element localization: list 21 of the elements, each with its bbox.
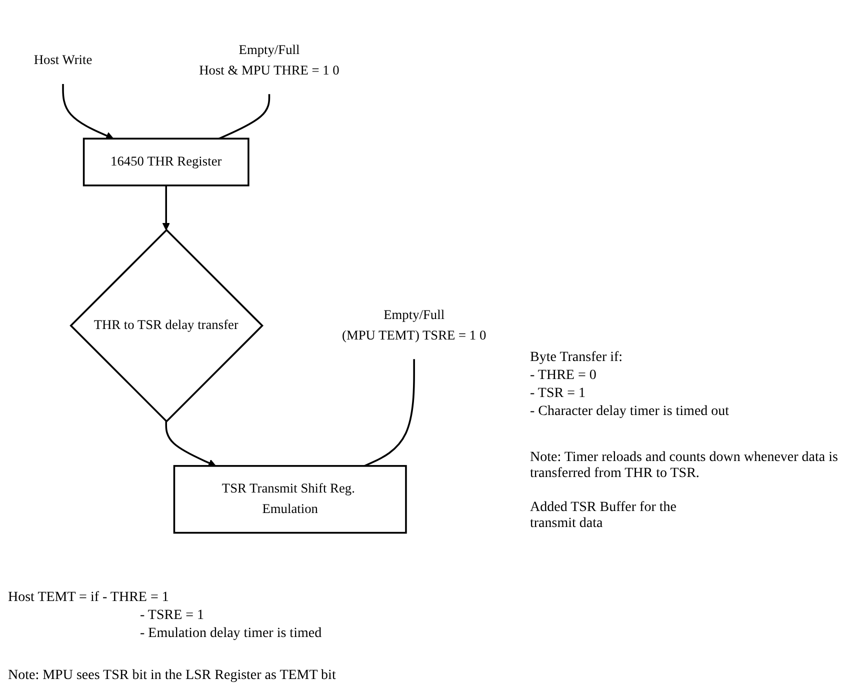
node-box: 16450 THR Register	[82, 138, 250, 186]
node-diamond: THR to TSR delay transfer	[70, 228, 264, 423]
arrow	[165, 421, 216, 467]
list-item: - Emulation delay timer is timed	[140, 626, 322, 642]
note-text: Byte Transfer if:	[530, 350, 623, 366]
node-text: Empty/Full Host & MPU THRE = 1 0	[199, 43, 340, 78]
arrow	[162, 185, 170, 230]
list-item: - Character delay timer is timed out	[530, 404, 730, 420]
note-text: Note: MPU sees TSR bit in the LSR Register as TEMT bit	[8, 668, 336, 684]
note-text: Note: Timer reloads and counts down whenever data is transferred from THR to TSR.	[530, 450, 839, 482]
node-text: Host Write	[34, 53, 92, 68]
list-item: - THRE = 0	[530, 368, 596, 384]
note-text: Host TEMT = if - THRE = 1	[8, 590, 169, 606]
connector	[364, 359, 415, 467]
node-box: TSR Transmit Shift Reg. Emulation	[173, 465, 407, 534]
arrow	[62, 84, 114, 140]
connector	[218, 94, 270, 140]
list-item: - TSRE = 1	[140, 608, 204, 624]
node-text: Empty/Full (MPU TEMT) TSRE = 1 0	[342, 308, 486, 343]
list-item: - TSR = 1	[530, 386, 586, 402]
note-text: Added TSR Buffer for the transmit data	[530, 500, 678, 532]
